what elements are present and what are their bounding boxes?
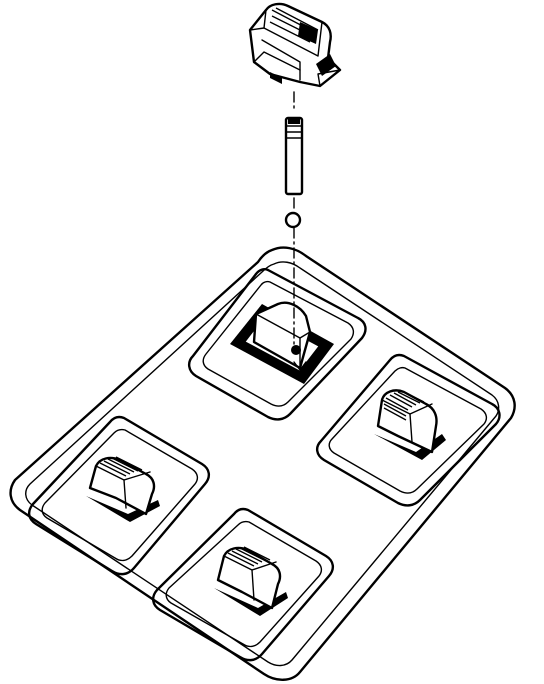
recess-top [188, 268, 367, 421]
panel-outer-edge [9, 246, 516, 681]
recess-bottom [152, 507, 334, 662]
pin-hole [291, 345, 301, 355]
ball [284, 211, 302, 229]
switch-right [374, 389, 446, 460]
switch-bottom [214, 546, 288, 616]
switch-panel [9, 246, 516, 681]
switch-top [230, 301, 334, 384]
pin [284, 116, 304, 196]
knob [248, 2, 342, 88]
recess-right [316, 353, 501, 507]
panel-inner-edge [25, 261, 500, 667]
switch-left [86, 456, 160, 522]
recess-left [28, 415, 210, 576]
